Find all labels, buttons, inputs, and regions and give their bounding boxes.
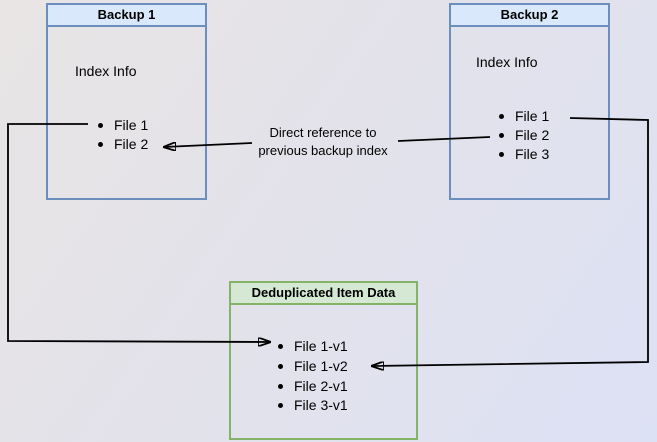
backup1-header: Backup 1 — [48, 5, 205, 27]
list-item-label: File 3-v1 — [294, 397, 348, 413]
dedup-file-item: File 1-v1 — [278, 337, 348, 355]
backup2-header: Backup 2 — [451, 5, 608, 27]
annotation-line-1: Direct reference to — [269, 125, 377, 140]
dedup-file-item: File 2-v1 — [278, 377, 348, 395]
list-item-label: File 2 — [114, 136, 149, 152]
list-item-label: File 2 — [515, 127, 550, 143]
bullet-icon — [278, 403, 283, 408]
direct-reference-annotation: Direct reference to previous backup inde… — [238, 124, 408, 160]
bullet-icon — [278, 384, 283, 389]
bullet-icon — [278, 344, 283, 349]
list-item-label: File 1-v2 — [294, 358, 348, 374]
list-item-label: File 1-v1 — [294, 338, 348, 354]
bullet-icon — [278, 364, 283, 369]
list-item-label: File 1 — [114, 117, 149, 133]
backup1-box: Backup 1 — [46, 3, 207, 200]
backup2-file-item: File 1 — [499, 107, 549, 125]
backup1-file-item: File 1 — [98, 116, 148, 134]
dedup-file-item: File 3-v1 — [278, 396, 348, 414]
backup2-file-item: File 3 — [499, 145, 549, 163]
dedup-file-item: File 1-v2 — [278, 357, 348, 375]
backup1-index-info-label: Index Info — [75, 63, 137, 79]
dedup-header: Deduplicated Item Data — [231, 283, 416, 305]
list-item-label: File 2-v1 — [294, 378, 348, 394]
bullet-icon — [499, 152, 504, 157]
list-item-label: File 1 — [515, 108, 550, 124]
backup2-file-item: File 2 — [499, 126, 549, 144]
list-item-label: File 3 — [515, 146, 550, 162]
bullet-icon — [98, 123, 103, 128]
bullet-icon — [499, 114, 504, 119]
annotation-line-2: previous backup index — [258, 143, 388, 158]
backup2-box: Backup 2 — [449, 3, 610, 200]
bullet-icon — [499, 133, 504, 138]
bullet-icon — [98, 142, 103, 147]
backup2-index-info-label: Index Info — [476, 54, 538, 70]
backup1-file-item: File 2 — [98, 135, 148, 153]
dedup-box: Deduplicated Item Data — [229, 281, 418, 440]
